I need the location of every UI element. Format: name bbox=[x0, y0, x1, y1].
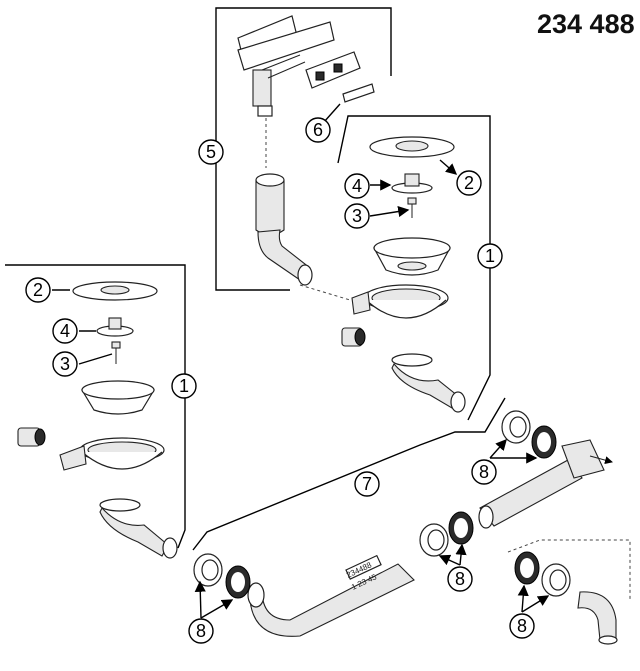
callout-1-left: 1 bbox=[171, 373, 197, 399]
overflow-label-plate bbox=[342, 83, 375, 103]
callout-2-right: 2 bbox=[456, 170, 482, 196]
right-outlet-body bbox=[391, 353, 466, 413]
leader-lines bbox=[52, 103, 550, 619]
svg-text:4: 4 bbox=[352, 176, 362, 196]
right-knob bbox=[391, 173, 433, 194]
seal-top-right bbox=[531, 425, 557, 459]
svg-text:3: 3 bbox=[60, 354, 70, 374]
left-screw bbox=[111, 341, 121, 364]
seal-bottom-right bbox=[514, 551, 540, 585]
svg-text:2: 2 bbox=[33, 280, 43, 300]
callout-1-right: 1 bbox=[477, 243, 503, 269]
callout-3-left: 3 bbox=[52, 351, 78, 377]
svg-text:8: 8 bbox=[455, 569, 465, 589]
nut-top-right bbox=[501, 410, 531, 444]
callout-8-left: 8 bbox=[188, 618, 214, 644]
svg-text:6: 6 bbox=[313, 120, 323, 140]
callout-4-left: 4 bbox=[52, 318, 78, 344]
nut-left bbox=[193, 553, 223, 587]
callout-8-bottom-right: 8 bbox=[509, 613, 535, 639]
svg-text:4: 4 bbox=[60, 321, 70, 341]
tee-fitting bbox=[561, 439, 613, 479]
callout-4-right: 4 bbox=[344, 173, 370, 199]
right-strainer-plug bbox=[369, 136, 455, 158]
callout-5: 5 bbox=[198, 139, 224, 165]
svg-text:5: 5 bbox=[206, 142, 216, 162]
svg-text:7: 7 bbox=[362, 474, 372, 494]
overflow-group-bracket bbox=[215, 7, 392, 291]
right-plug-connector bbox=[341, 327, 366, 347]
elbow-fitting bbox=[577, 591, 618, 645]
svg-text:1: 1 bbox=[179, 376, 189, 396]
callout-8-center: 8 bbox=[447, 566, 473, 592]
nut-center bbox=[419, 523, 449, 557]
right-branch-dashed-bracket bbox=[507, 539, 631, 600]
svg-text:3: 3 bbox=[352, 206, 362, 226]
left-sink-outlet bbox=[59, 437, 165, 471]
overflow-cover-plate bbox=[305, 51, 361, 89]
svg-text:8: 8 bbox=[479, 462, 489, 482]
left-plug-connector bbox=[17, 427, 46, 447]
callout-8-top-right: 8 bbox=[471, 459, 497, 485]
left-knob bbox=[96, 317, 134, 337]
right-basket bbox=[373, 237, 451, 276]
right-waste-group-bracket bbox=[337, 115, 491, 421]
left-strainer-plug bbox=[72, 281, 158, 301]
drain-group-bracket bbox=[192, 397, 506, 551]
article-number: 234 488 bbox=[537, 9, 635, 39]
left-outlet-body bbox=[99, 498, 178, 559]
nut-bottom-right bbox=[541, 563, 571, 597]
svg-text:1: 1 bbox=[485, 246, 495, 266]
right-sink-outlet bbox=[351, 284, 449, 319]
main-drain-pipe: 234488 1 23 45 bbox=[247, 554, 415, 637]
callout-2-left: 2 bbox=[25, 277, 51, 303]
overflow-frame bbox=[237, 15, 335, 117]
callout-3-right: 3 bbox=[344, 203, 370, 229]
svg-text:8: 8 bbox=[517, 616, 527, 636]
callout-7: 7 bbox=[354, 471, 380, 497]
overflow-connect-line bbox=[299, 284, 351, 301]
upper-drain-pipe bbox=[478, 459, 583, 529]
svg-text:8: 8 bbox=[196, 621, 206, 641]
right-screw bbox=[407, 197, 417, 218]
overflow-hose bbox=[255, 173, 313, 286]
callout-6: 6 bbox=[305, 117, 331, 143]
seal-left bbox=[225, 565, 251, 599]
seal-center bbox=[448, 511, 474, 545]
svg-text:2: 2 bbox=[464, 173, 474, 193]
left-basket bbox=[81, 380, 155, 415]
